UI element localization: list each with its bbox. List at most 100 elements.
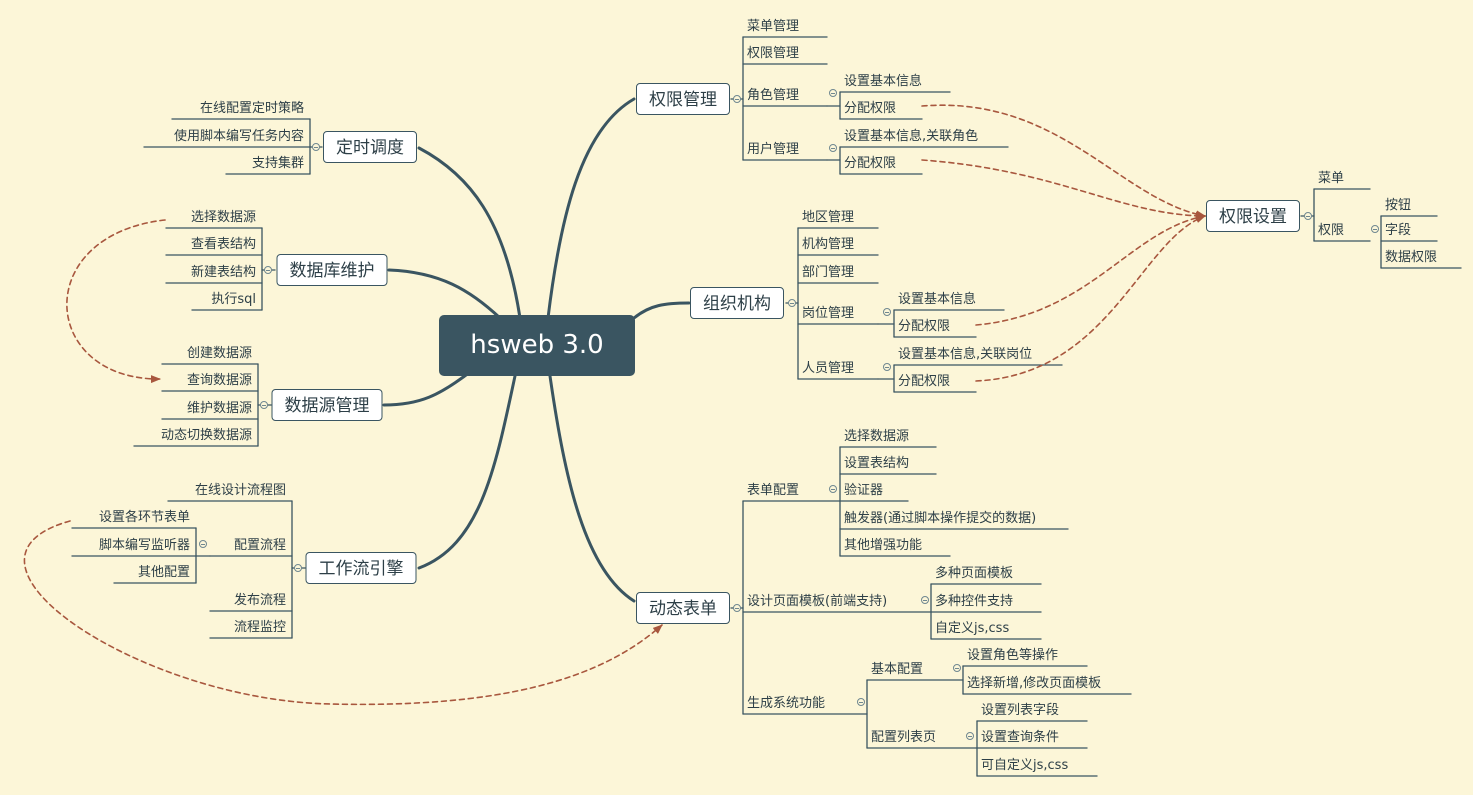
perm-menu-item[interactable]: 菜单 — [1318, 171, 1345, 186]
trunk-org — [632, 301, 691, 320]
db-select-ds-item[interactable]: 选择数据源 — [190, 210, 256, 225]
post-basic-item[interactable]: 设置基本信息 — [898, 292, 977, 307]
permission-mgmt-item[interactable]: 权限管理 — [747, 46, 800, 61]
trunk-form — [548, 374, 636, 603]
set-table-item[interactable]: 设置表结构 — [844, 456, 910, 471]
permission-settings-node[interactable]: 权限设置 — [1206, 200, 1300, 232]
relation-role-to-perm — [921, 104, 1206, 219]
perm-toggle[interactable] — [1304, 212, 1312, 220]
custom-js-item[interactable]: 自定义js,css — [935, 621, 1010, 636]
staff-basic-item[interactable]: 设置基本信息,关联岗位 — [898, 347, 1033, 362]
script-task-item[interactable]: 使用脚本编写任务内容 — [173, 129, 304, 144]
db-node[interactable]: 数据库维护 — [276, 254, 388, 286]
role-mgmt-item[interactable]: 角色管理 — [747, 88, 800, 103]
post-item[interactable]: 岗位管理 — [802, 306, 855, 321]
db-toggle[interactable] — [264, 266, 272, 274]
gen-item[interactable]: 生成系统功能 — [747, 696, 826, 711]
staff-item[interactable]: 人员管理 — [802, 361, 855, 376]
dynamic-form-node[interactable]: 动态表单 — [636, 592, 730, 624]
query-cond-item[interactable]: 设置查询条件 — [981, 730, 1060, 745]
monitor-flow-item[interactable]: 流程监控 — [233, 620, 286, 635]
set-role-ops-item[interactable]: 设置角色等操作 — [967, 648, 1059, 663]
gen-toggle[interactable] — [857, 698, 865, 706]
custom-js-css-item[interactable]: 可自定义js,css — [981, 758, 1069, 773]
user-basic-item[interactable]: 设置基本信息,关联角色 — [844, 129, 979, 144]
role-toggle[interactable] — [829, 89, 837, 97]
query-ds-item[interactable]: 查询数据源 — [186, 373, 252, 388]
staff-toggle[interactable] — [883, 363, 891, 371]
wf-config-toggle[interactable] — [199, 540, 207, 548]
template-toggle[interactable] — [921, 596, 929, 604]
data-permission-item[interactable]: 数据权限 — [1385, 250, 1438, 265]
perm-sub-toggle[interactable] — [1371, 225, 1379, 233]
role-basic-item[interactable]: 设置基本信息 — [844, 74, 923, 89]
user-toggle[interactable] — [829, 144, 837, 152]
set-form-item[interactable]: 设置各环节表单 — [98, 510, 190, 525]
wf-toggle[interactable] — [294, 564, 302, 572]
auth-mgmt-node[interactable]: 权限管理 — [636, 83, 730, 115]
post-assign-item[interactable]: 分配权限 — [898, 319, 951, 334]
template-item[interactable]: 设计页面模板(前端支持) — [747, 594, 888, 609]
agency-item[interactable]: 机构管理 — [802, 237, 855, 252]
button-item[interactable]: 按钮 — [1385, 198, 1412, 213]
form-config-item[interactable]: 表单配置 — [747, 483, 800, 498]
relation-user-to-perm — [921, 159, 1206, 220]
trigger-item[interactable]: 触发器(通过脚本操作提交的数据) — [844, 511, 1037, 526]
exec-sql-item[interactable]: 执行sql — [211, 292, 256, 307]
trunk-auth — [546, 97, 636, 320]
org-node[interactable]: 组织机构 — [690, 287, 784, 319]
post-toggle[interactable] — [883, 308, 891, 316]
validator-item[interactable]: 验证器 — [844, 483, 884, 498]
perm-permission-item[interactable]: 权限 — [1318, 223, 1345, 238]
workflow-node[interactable]: 工作流引擎 — [305, 552, 417, 584]
listener-item[interactable]: 脚本编写监听器 — [98, 538, 190, 553]
gen-list-toggle[interactable] — [966, 732, 974, 740]
role-assign-item[interactable]: 分配权限 — [844, 101, 897, 116]
publish-flow-item[interactable]: 发布流程 — [233, 593, 286, 608]
controls-item[interactable]: 多种控件支持 — [935, 594, 1014, 609]
dept-item[interactable]: 部门管理 — [802, 265, 855, 280]
menu-mgmt-item[interactable]: 菜单管理 — [747, 19, 800, 34]
region-item[interactable]: 地区管理 — [802, 210, 855, 225]
staff-assign-item[interactable]: 分配权限 — [898, 374, 951, 389]
relation-wf-to-form — [23, 520, 663, 706]
trunk-db — [387, 268, 502, 320]
trunk-wf — [417, 374, 517, 570]
user-mgmt-item[interactable]: 用户管理 — [747, 142, 800, 157]
gen-list-item[interactable]: 配置列表页 — [871, 730, 937, 745]
list-fields-item[interactable]: 设置列表字段 — [981, 703, 1060, 718]
ds-toggle[interactable] — [260, 401, 268, 409]
auth-toggle[interactable] — [733, 95, 741, 103]
create-ds-item[interactable]: 创建数据源 — [186, 346, 252, 361]
other-config-item[interactable]: 其他配置 — [137, 565, 190, 580]
gen-basic-item[interactable]: 基本配置 — [871, 662, 924, 677]
root-node[interactable]: hsweb 3.0 — [439, 315, 635, 376]
select-ds-item[interactable]: 选择数据源 — [844, 429, 910, 444]
maintain-ds-item[interactable]: 维护数据源 — [186, 401, 252, 416]
schedule-node[interactable]: 定时调度 — [323, 131, 417, 163]
switch-ds-item[interactable]: 动态切换数据源 — [160, 428, 252, 443]
form-toggle[interactable] — [733, 604, 741, 612]
ds-node[interactable]: 数据源管理 — [271, 389, 383, 421]
form-config-toggle[interactable] — [829, 485, 837, 493]
relation-staff-to-perm — [975, 215, 1206, 382]
gen-basic-toggle[interactable] — [953, 664, 961, 672]
relation-post-to-perm — [975, 213, 1206, 326]
create-table-item[interactable]: 新建表结构 — [190, 265, 256, 280]
design-flow-item[interactable]: 在线设计流程图 — [194, 483, 286, 498]
page-template-item[interactable]: 多种页面模板 — [935, 566, 1014, 581]
online-config-item[interactable]: 在线配置定时策略 — [199, 101, 304, 116]
cluster-item[interactable]: 支持集群 — [251, 156, 304, 171]
enhance-item[interactable]: 其他增强功能 — [844, 538, 923, 553]
view-table-item[interactable]: 查看表结构 — [190, 237, 256, 252]
config-flow-item[interactable]: 配置流程 — [233, 538, 286, 553]
user-assign-item[interactable]: 分配权限 — [844, 156, 897, 171]
field-item[interactable]: 字段 — [1385, 223, 1412, 238]
select-page-template-item[interactable]: 选择新增,修改页面模板 — [967, 676, 1102, 691]
relation-db-to-ds — [66, 219, 166, 384]
schedule-toggle[interactable] — [312, 143, 320, 151]
trunk-schedule — [417, 146, 522, 320]
org-toggle[interactable] — [788, 299, 796, 307]
